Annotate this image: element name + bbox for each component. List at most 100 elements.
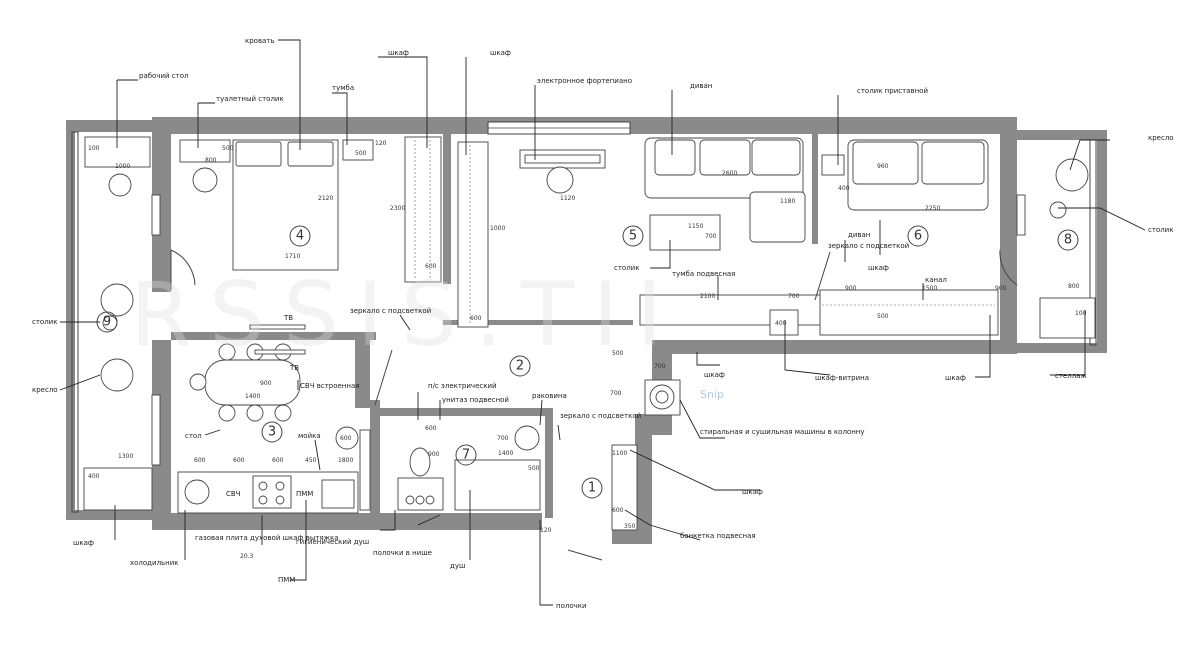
label-tumba: тумба (332, 84, 354, 92)
dimension-label: 900 (428, 451, 440, 458)
label-holodilnik: холодильник (130, 559, 179, 567)
dimension-label: 1500 (922, 285, 937, 292)
dimension-label: 400 (88, 473, 100, 480)
dimension-label: 2120 (318, 195, 333, 202)
label-stolik-pristavnoy: столик приставной (857, 87, 928, 95)
watermark-snip: Snip (700, 388, 724, 401)
dimension-label: 1000 (490, 225, 505, 232)
label-tualetny-stolik: туалетный столик (216, 95, 284, 103)
label-shkaf-2: шкаф (490, 49, 511, 57)
label-fortepiano: электронное фортепиано (537, 77, 632, 85)
label-zerkalo-center: зеркало с подсветкой (350, 307, 431, 315)
dimension-label: 500 (222, 145, 234, 152)
label-stolik-left: столик (32, 318, 57, 326)
label-shkaf-vitrina: шкаф-витрина (815, 374, 869, 382)
dimension-label: 600 (425, 263, 437, 270)
room-6: 6 (914, 229, 922, 244)
dimension-label: 700 (497, 435, 509, 442)
dimension-label: 600 (194, 457, 206, 464)
dimension-label: 2250 (925, 205, 940, 212)
room-1: 1 (588, 481, 596, 496)
room-5: 5 (629, 229, 637, 244)
dimension-label: 1150 (688, 223, 703, 230)
label-polochki-nishe: полочки в нише (373, 549, 432, 557)
label-divan-2: диван (848, 231, 870, 239)
dimension-label: 700 (705, 233, 717, 240)
label-ps-elektricheskiy: п/с электрический (428, 382, 497, 390)
room-3: 3 (268, 425, 276, 440)
dimension-label: 600 (340, 435, 352, 442)
label-kreslo-left: кресло (32, 386, 58, 394)
dimension-label: 20.3 (240, 553, 254, 560)
label-divan-1: диван (690, 82, 712, 90)
dimension-label: 400 (838, 185, 850, 192)
dimension-label: 700 (654, 363, 666, 370)
dimension-label: 500 (612, 350, 624, 357)
leader-lines (59, 39, 1146, 606)
room-4: 4 (296, 229, 304, 244)
dimension-label: 100 (1075, 310, 1087, 317)
dimension-label: 120 (375, 140, 387, 147)
label-banketka: банкетка подвесная (680, 532, 756, 540)
label-shkaf-hall: шкаф (704, 371, 725, 379)
label-gig-dush: гигиенический душ (296, 538, 369, 546)
label-kreslo-right: кресло (1148, 134, 1174, 142)
dimension-label: 2600 (722, 170, 737, 177)
furniture (83, 136, 1096, 531)
watermark-text: RSSIS.TII (130, 263, 680, 366)
label-shkaf-left: шкаф (73, 539, 94, 547)
dimension-label: 600 (612, 507, 624, 514)
label-polochki: полочки (556, 602, 587, 610)
dimension-label: 1400 (498, 450, 513, 457)
label-zerkalo-bath: зеркало с подсветкой (560, 412, 641, 420)
label-stolik-right: столик (1148, 226, 1173, 234)
label-unitaz: унитаз подвесной (442, 396, 509, 404)
dimension-label: 400 (775, 320, 787, 327)
dimension-label: 600 (425, 425, 437, 432)
dimension-label: 120 (540, 527, 552, 534)
dimension-label: 1000 (115, 163, 130, 170)
dimension-label: 500 (528, 465, 540, 472)
label-dush: душ (450, 562, 465, 570)
label-krovat: кровать (245, 37, 275, 45)
labels: рабочий стол туалетный столик кровать ту… (32, 37, 1174, 610)
label-shkaf-far: шкаф (945, 374, 966, 382)
dimension-label: 900 (845, 285, 857, 292)
appliance-svch-tag: СВЧ (226, 490, 241, 498)
dimension-label: 800 (1068, 283, 1080, 290)
dimension-label: 1300 (118, 453, 133, 460)
dimension-label: 100 (88, 145, 100, 152)
label-stellazh: стеллаж (1055, 372, 1087, 380)
label-shkaf-1: шкаф (388, 49, 409, 57)
dimension-label: 500 (355, 150, 367, 157)
label-pmm: ПММ (278, 576, 295, 584)
dimension-label: 500 (877, 313, 889, 320)
dimension-label: 2300 (390, 205, 405, 212)
dimension-label: 700 (610, 390, 622, 397)
dimension-label: 1120 (560, 195, 575, 202)
label-svch: СВЧ встроенная (300, 382, 359, 390)
dimension-label: 600 (272, 457, 284, 464)
room-8: 8 (1064, 233, 1072, 248)
label-stiralnaya: стиральная и сушильная машины в колонну (700, 428, 865, 436)
dimension-label: 1100 (612, 450, 627, 457)
dimension-label: 960 (877, 163, 889, 170)
label-tv-2: ТВ (289, 364, 299, 372)
dimension-label: 700 (788, 293, 800, 300)
dimension-label: 600 (470, 315, 482, 322)
appliance-pmm-tag: ПММ (296, 490, 313, 498)
label-moyka: мойка (298, 432, 321, 440)
dimension-label: 350 (624, 523, 636, 530)
room-9: 9 (103, 315, 111, 330)
dimension-label: 1710 (285, 253, 300, 260)
dimension-label: 800 (205, 157, 217, 164)
dimension-label: 2100 (700, 293, 715, 300)
label-stol: стол (185, 432, 202, 440)
room-2: 2 (516, 359, 524, 374)
label-zerkalo-right: зеркало с подсветкой (828, 242, 909, 250)
label-rabochiy-stol: рабочий стол (139, 72, 188, 80)
label-stolik-living: столик (614, 264, 639, 272)
doors (151, 194, 1026, 561)
dimension-label: 900 (260, 380, 272, 387)
